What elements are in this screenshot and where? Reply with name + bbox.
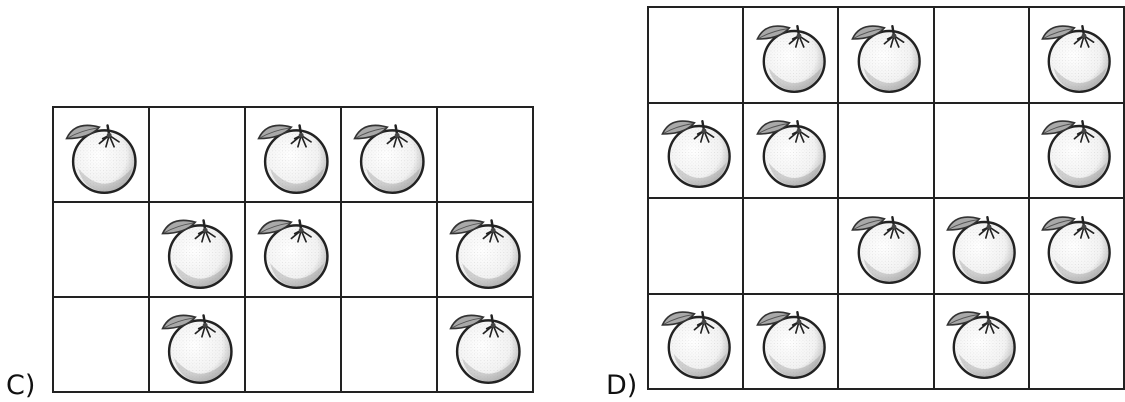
panel-d-cell-r4-c3 (839, 294, 935, 390)
panel-c-cell-r3-c3 (246, 298, 342, 393)
panel-c-label: C) (6, 370, 36, 401)
orange-icon (449, 218, 521, 289)
panel-c-cell-r3-c1 (54, 298, 150, 393)
orange-icon (660, 311, 731, 380)
orange-icon (946, 311, 1016, 380)
panel-d-cell-r4-c4 (934, 294, 1030, 390)
panel-d-cell-r2-c5 (1029, 103, 1125, 199)
panel-c-cell-r3-c2 (150, 298, 246, 393)
panel-c-cell-r2-c4 (342, 203, 438, 298)
panel-c-cell-r1-c4 (342, 108, 438, 203)
orange-icon (353, 123, 425, 194)
orange-icon (755, 120, 826, 189)
orange-icon (257, 218, 329, 289)
panel-c-grid (52, 106, 534, 393)
orange-icon (851, 24, 921, 93)
panel-d-cell-r2-c1 (649, 103, 745, 199)
panel-d-cell-r3-c2 (744, 199, 840, 295)
panel-d-cell-r1-c2 (744, 8, 840, 104)
panel-c-cell-r1-c2 (150, 108, 246, 203)
panel-d-cell-r4-c2 (744, 294, 840, 390)
panel-c-cell-r2-c2 (150, 203, 246, 298)
panel-d-cell-r3-c1 (649, 199, 745, 295)
orange-icon (161, 313, 233, 384)
panel-c-cell-r2-c1 (54, 203, 150, 298)
orange-icon (161, 218, 233, 289)
panel-d-cell-r1-c1 (649, 8, 745, 104)
panel-d-cell-r3-c3 (839, 199, 935, 295)
panel-d-cell-r3-c5 (1029, 199, 1125, 295)
panel-d-cell-r1-c5 (1029, 8, 1125, 104)
orange-icon (257, 123, 329, 194)
orange-icon (1041, 120, 1112, 189)
orange-icon (755, 24, 826, 93)
panel-d-cell-r4-c5 (1029, 294, 1125, 390)
panel-c-cell-r3-c5 (438, 298, 534, 393)
panel-d-cell-r1-c4 (934, 8, 1030, 104)
panel-c-cell-r3-c4 (342, 298, 438, 393)
panel-c-cell-r2-c3 (246, 203, 342, 298)
orange-icon (946, 215, 1016, 284)
panel-d-cell-r2-c4 (934, 103, 1030, 199)
panel-d-grid (647, 6, 1125, 390)
orange-icon (449, 313, 521, 384)
orange-icon (1041, 24, 1112, 93)
panel-d-cell-r4-c1 (649, 294, 745, 390)
panel-c-cell-r2-c5 (438, 203, 534, 298)
panel-d-label: D) (606, 370, 638, 401)
panel-d-cell-r1-c3 (839, 8, 935, 104)
panel-c-cell-r1-c3 (246, 108, 342, 203)
orange-icon (755, 311, 826, 380)
panel-d-cell-r3-c4 (934, 199, 1030, 295)
orange-icon (65, 123, 137, 194)
panel-c-cell-r1-c1 (54, 108, 150, 203)
orange-icon (851, 215, 921, 284)
orange-icon (660, 120, 731, 189)
panel-d-cell-r2-c2 (744, 103, 840, 199)
panel-d-cell-r2-c3 (839, 103, 935, 199)
panel-c-cell-r1-c5 (438, 108, 534, 203)
orange-icon (1041, 215, 1112, 284)
